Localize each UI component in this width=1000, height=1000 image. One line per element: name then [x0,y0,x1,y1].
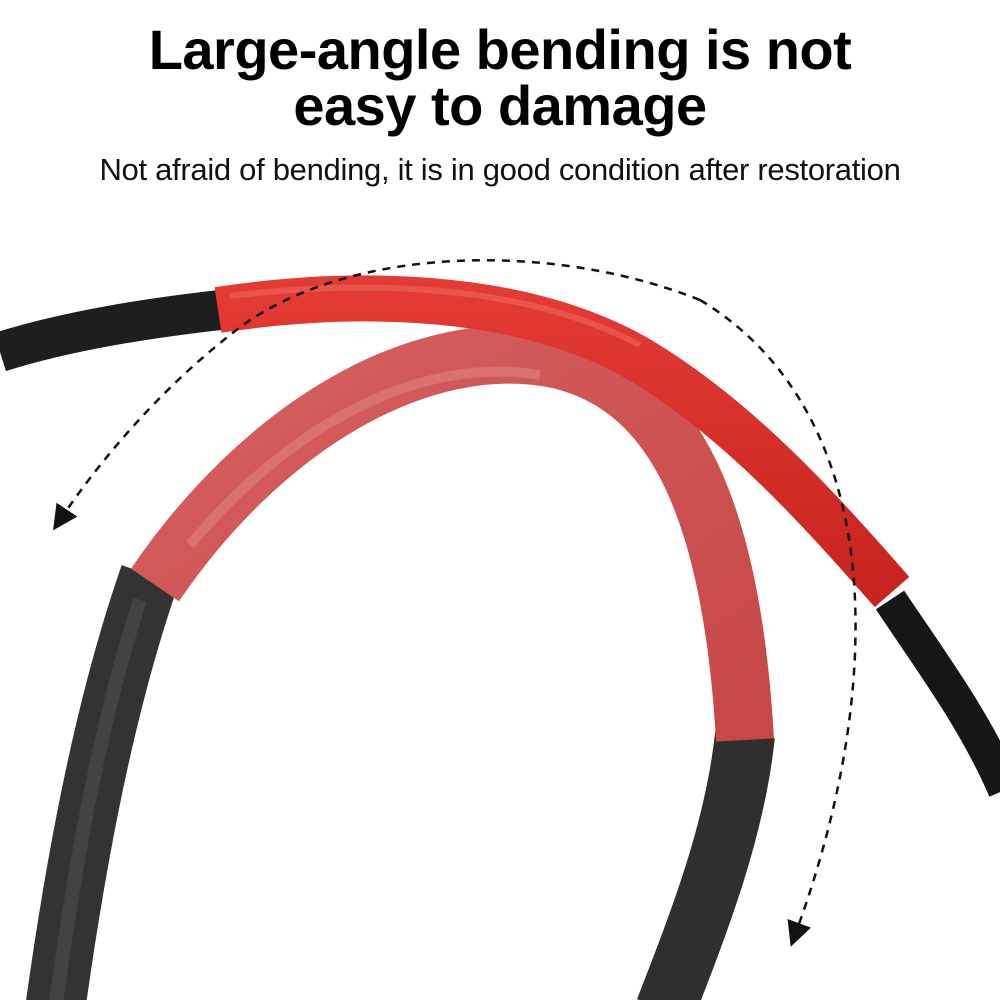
dashed-curved-arrow-left-icon [53,258,701,531]
black-wire-right [875,590,1000,797]
black-wire-lower-center [637,731,775,1000]
red-sleeve-front-highlight [229,284,642,348]
red-sleeve-back [130,325,774,742]
red-sleeve-back-highlight [186,366,541,549]
headline: Large-angle bending is not easy to damag… [0,22,1000,134]
subtitle: Not afraid of bending, it is in good con… [99,152,901,187]
red-sleeve-front [214,275,910,608]
black-wire-lower-left-highlight [49,597,147,1000]
black-wire-upper-left [0,290,223,372]
headline-line-2: easy to damage [293,74,707,137]
dashed-curved-arrow-down-icon [699,298,857,947]
headline-line-1: Large-angle bending is not [148,18,852,81]
